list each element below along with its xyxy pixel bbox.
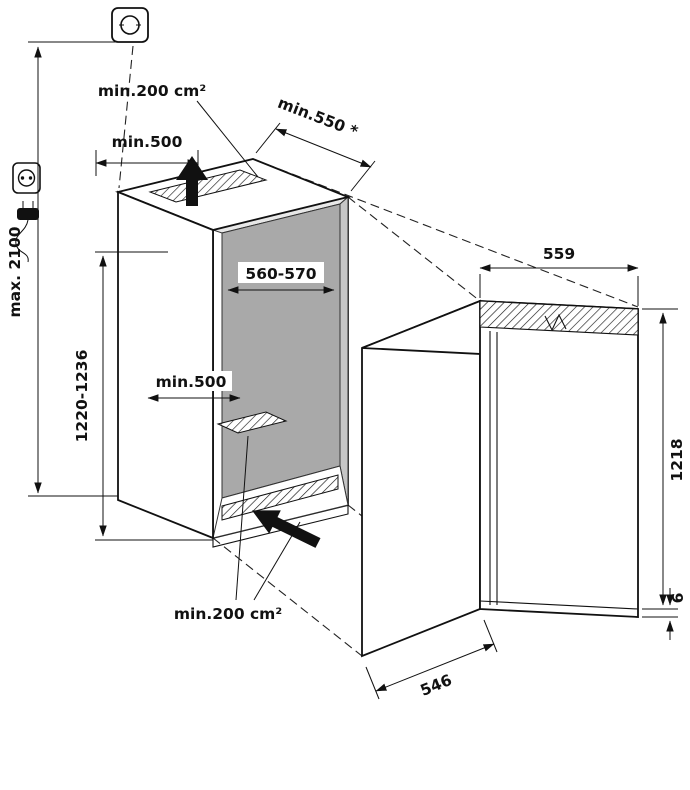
dim-appliance-width: 559 — [479, 245, 639, 306]
top-vent-hatch — [148, 169, 268, 203]
dim-niche-width: 560-570 — [227, 262, 335, 294]
dim-appliance-height: 1218 — [642, 308, 686, 610]
dim-top-clearance: min.500 — [95, 133, 199, 176]
dim-max-height: max. 2100 — [6, 46, 122, 497]
label-top-vent-area: min.200 cm² — [98, 82, 206, 100]
niche-drawing — [115, 156, 351, 548]
airflow-up-arrow — [176, 156, 208, 206]
label-bottom-gap: 6 — [669, 593, 687, 604]
bottom-vent-hatch — [221, 474, 339, 521]
label-max-height: max. 2100 — [6, 226, 24, 317]
ceiling-mount-icon — [111, 7, 149, 43]
dim-bottom-gap: 6 — [642, 588, 687, 640]
label-appliance-height: 1218 — [668, 438, 686, 481]
label-appliance-depth: 546 — [418, 671, 455, 700]
label-niche-width: 560-570 — [245, 265, 316, 283]
niche-back-wall — [221, 203, 341, 499]
label-top-clearance: min.500 — [112, 133, 183, 151]
appliance-door — [479, 300, 639, 618]
airflow-in-arrow — [252, 510, 321, 548]
label-floor-depth: min.500 — [156, 373, 227, 391]
appliance-grille-hatch — [479, 300, 639, 336]
dim-bottom-vent: min.200 cm² — [174, 435, 301, 623]
grille-marks — [544, 313, 567, 332]
dim-niche-height: 1220-1236 — [73, 251, 213, 541]
label-appliance-width: 559 — [543, 245, 575, 263]
rear-vent-hatch — [216, 411, 288, 434]
appliance-drawing — [361, 299, 639, 658]
label-niche-height: 1220-1236 — [73, 350, 91, 443]
power-outlet-icon — [12, 162, 41, 194]
dim-top-vent: min.200 cm² — [98, 82, 259, 178]
power-plug-icon — [15, 201, 39, 263]
dim-floor-depth: min.500 — [147, 371, 241, 402]
label-bottom-vent-area: min.200 cm² — [174, 605, 282, 623]
